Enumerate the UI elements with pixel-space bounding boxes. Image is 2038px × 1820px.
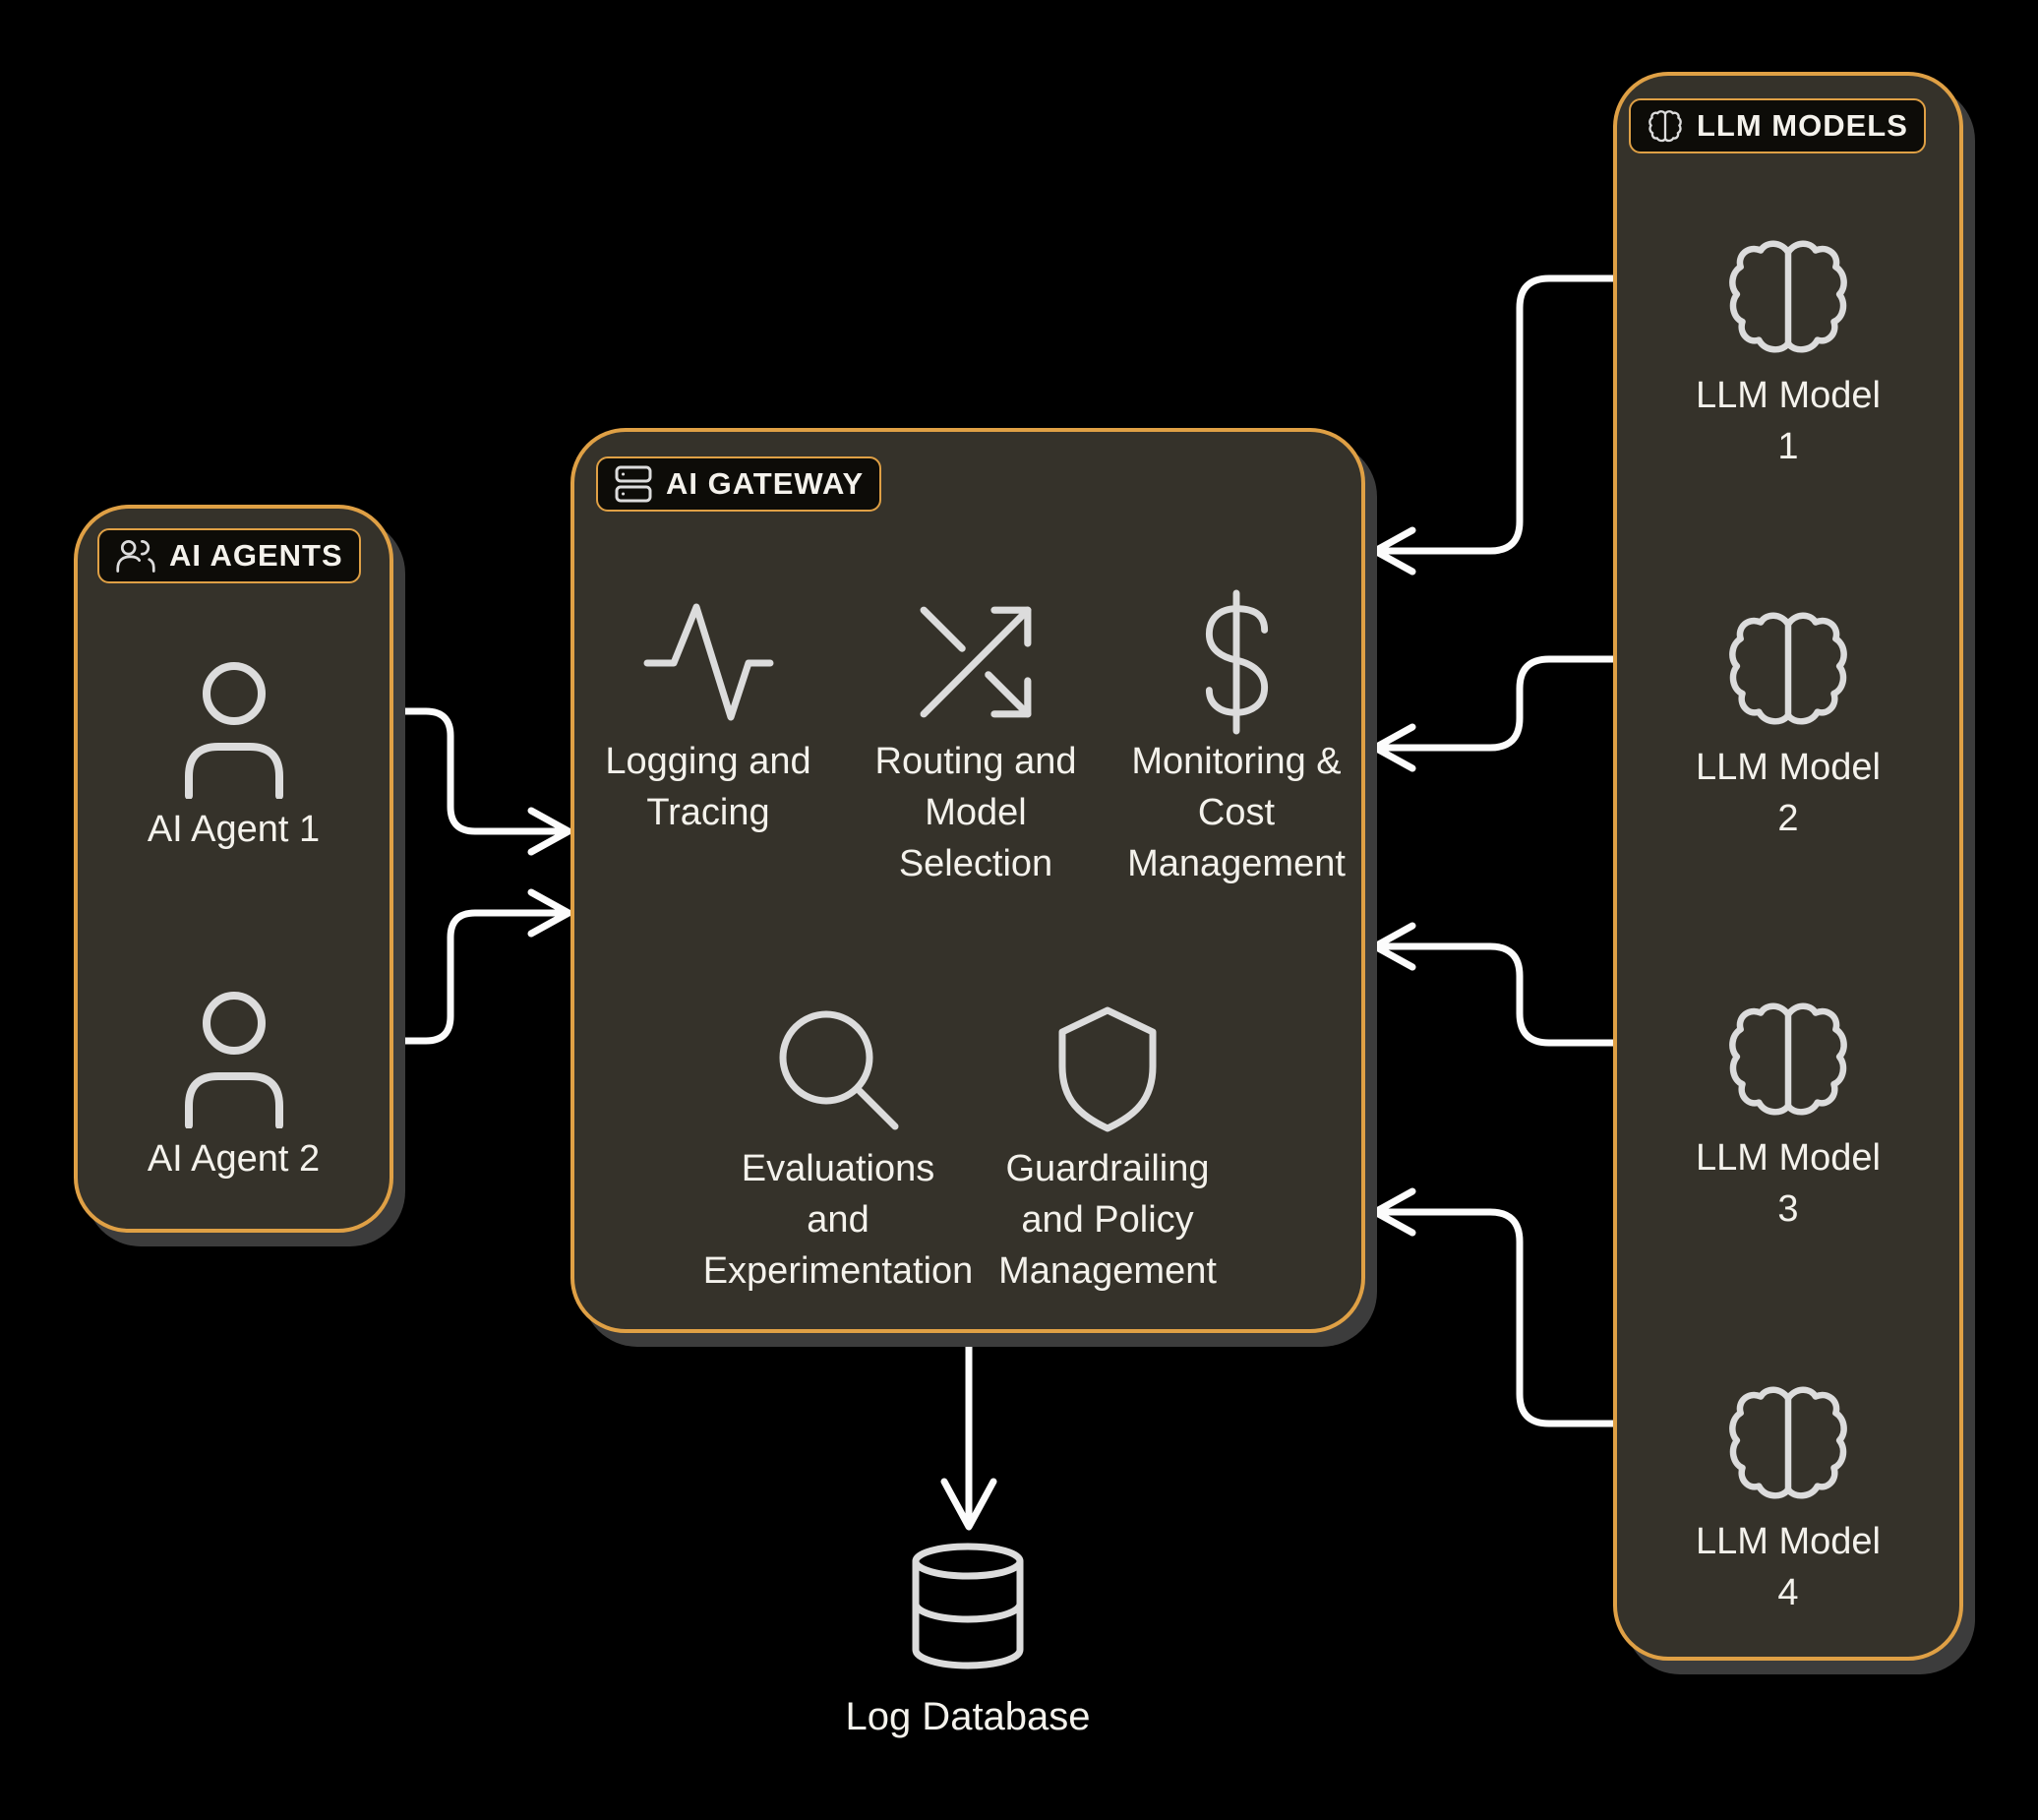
node-ai-agent-1: AI Agent 1: [78, 656, 390, 855]
panel-ai-agents: AI AGENTS AI Agent 1 AI Agent 2: [74, 505, 393, 1233]
agent2-label: AI Agent 2: [147, 1138, 321, 1180]
activity-icon: [643, 603, 773, 720]
brain-icon: [1729, 1002, 1847, 1116]
dollar-sign-icon: [1205, 589, 1268, 735]
feature-line: Management: [998, 1250, 1217, 1292]
evaluations-icon-wrap: [681, 996, 995, 1143]
model4-number: 4: [1777, 1572, 1799, 1613]
gateway-badge: AI GATEWAY: [596, 456, 882, 512]
logging-icon-wrap: [551, 588, 866, 736]
node-log-database: Log Database: [820, 1541, 1115, 1739]
model2-number: 2: [1777, 798, 1799, 839]
feature-line: Monitoring &: [1131, 741, 1342, 782]
model1-icon-wrap: [1617, 222, 1959, 370]
brain-icon: [1729, 612, 1847, 725]
feature-line: Selection: [898, 843, 1053, 884]
model1-name: LLM Model: [1696, 375, 1881, 416]
guardrailing-icon-wrap: [950, 996, 1265, 1143]
feature-line: and: [807, 1199, 869, 1241]
node-llm-model-1: LLM Model 1: [1617, 222, 1959, 472]
models-badge-label: LLM MODELS: [1697, 108, 1908, 143]
model1-number: 1: [1777, 426, 1799, 467]
node-llm-model-3: LLM Model 3: [1617, 985, 1959, 1235]
feature-line: Experimentation: [702, 1250, 974, 1292]
node-llm-model-4: LLM Model 4: [1617, 1368, 1959, 1618]
person-icon: [184, 992, 283, 1128]
feature-line: Guardrailing: [1005, 1148, 1210, 1189]
search-icon: [779, 1010, 898, 1129]
panel-llm-models: LLM MODELS LLM Model 1 LLM Mod: [1613, 72, 1963, 1661]
model3-icon-wrap: [1617, 985, 1959, 1132]
monitoring-icon-wrap: [1079, 588, 1394, 736]
users-icon: [116, 540, 155, 573]
agents-badge-label: AI AGENTS: [169, 538, 343, 573]
feature-line: Logging and: [605, 741, 811, 782]
model3-number: 3: [1777, 1188, 1799, 1230]
model2-name: LLM Model: [1696, 747, 1881, 788]
log-database-label: Log Database: [845, 1695, 1091, 1738]
node-ai-agent-2: AI Agent 2: [78, 986, 390, 1184]
gateway-badge-label: AI GATEWAY: [666, 466, 865, 501]
brain-icon: [1648, 110, 1682, 143]
feature-line: Cost: [1197, 792, 1276, 833]
feature-monitoring-cost: Monitoring & Cost Management: [1079, 588, 1394, 889]
panel-ai-gateway: AI GATEWAY Logging and Tracing: [570, 428, 1365, 1333]
feature-line: Evaluations: [741, 1148, 935, 1189]
arrow-gateway-log-database: [940, 1334, 997, 1531]
shuffle-icon: [920, 606, 1032, 718]
agent1-label: AI Agent 1: [147, 809, 321, 850]
feature-logging-tracing: Logging and Tracing: [551, 588, 866, 838]
feature-routing-model-selection: Routing and Model Selection: [818, 588, 1133, 889]
server-icon: [615, 465, 652, 503]
models-badge: LLM MODELS: [1629, 98, 1926, 153]
feature-evaluations-experimentation: Evaluations and Experimentation: [681, 996, 995, 1297]
feature-guardrailing-policy: Guardrailing and Policy Management: [950, 996, 1265, 1297]
agents-badge: AI AGENTS: [97, 528, 361, 583]
person-icon: [184, 662, 283, 799]
model3-name: LLM Model: [1696, 1137, 1881, 1179]
agent1-icon-wrap: [78, 656, 390, 804]
feature-line: Routing and: [874, 741, 1077, 782]
feature-line: Management: [1127, 843, 1346, 884]
shield-icon: [1058, 1006, 1157, 1132]
agent2-icon-wrap: [78, 986, 390, 1133]
model2-icon-wrap: [1617, 594, 1959, 742]
model4-icon-wrap: [1617, 1368, 1959, 1516]
brain-icon: [1729, 240, 1847, 353]
feature-line: Tracing: [646, 792, 770, 833]
database-icon: [912, 1543, 1024, 1669]
feature-line: and Policy: [1021, 1199, 1194, 1241]
model4-name: LLM Model: [1696, 1521, 1881, 1562]
brain-icon: [1729, 1386, 1847, 1499]
feature-line: Model: [925, 792, 1027, 833]
routing-icon-wrap: [818, 588, 1133, 736]
node-llm-model-2: LLM Model 2: [1617, 594, 1959, 844]
